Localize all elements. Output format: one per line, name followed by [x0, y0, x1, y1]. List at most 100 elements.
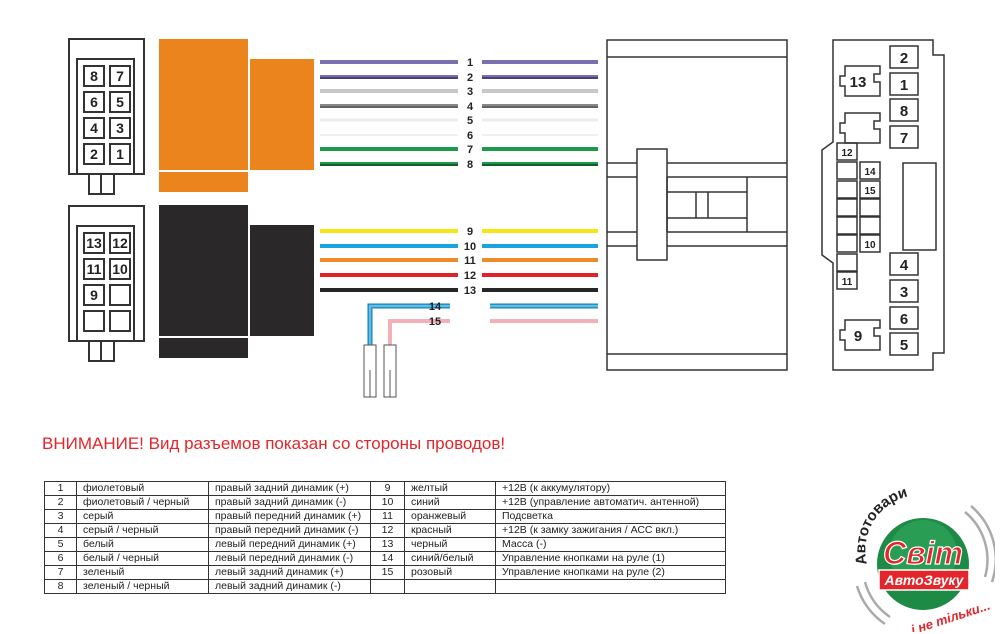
- pin-label: 10: [112, 261, 128, 277]
- wire-14: 14: [363, 301, 598, 398]
- wire-3: 3: [320, 86, 598, 98]
- plug-body: [159, 39, 248, 170]
- connector-face-slot: [902, 162, 937, 251]
- cell-pin: 9: [370, 481, 405, 496]
- pin-cell: [889, 332, 919, 356]
- cell-pin: 10: [370, 495, 405, 510]
- pin-label: 12: [841, 148, 853, 159]
- logo: Автотовари Світ АвтоЗвуку і не тільки...: [852, 484, 995, 632]
- pin-label: 12: [112, 235, 128, 251]
- logo-main-text: Світ: [883, 535, 963, 571]
- wire-10: 10: [320, 241, 598, 253]
- wire-number: 13: [464, 285, 476, 297]
- wire-2: 2: [320, 72, 598, 84]
- cell-function: левый задний динамик (-): [208, 579, 371, 594]
- cell-pin: 2: [44, 495, 77, 510]
- pin-label: 6: [900, 311, 908, 328]
- wire-number: 9: [467, 226, 473, 238]
- small-pin-cell: [836, 198, 858, 217]
- small-pin-cell: [859, 198, 881, 217]
- small-pin-cell: [836, 271, 858, 290]
- pin-cell: [83, 232, 105, 254]
- cell-pin: 6: [44, 551, 77, 566]
- pin-label: 6: [90, 94, 98, 110]
- pin-label: 13: [850, 74, 867, 91]
- pin-label: 9: [90, 287, 98, 303]
- cell-name: зеленый / черный: [76, 579, 209, 594]
- latch-pin-cell: [839, 65, 881, 97]
- plug-body-rear: [250, 225, 314, 336]
- cell-pin: 1: [44, 481, 77, 496]
- cell-pin: 14: [370, 551, 405, 566]
- pin-label: 8: [900, 103, 908, 120]
- pin-cell: [109, 117, 131, 139]
- cell-function: правый передний динамик (-): [208, 523, 371, 538]
- cell-pin: 7: [44, 565, 77, 580]
- cell-name: синий: [404, 495, 496, 510]
- pin-cell: [109, 284, 131, 306]
- pin-label: 5: [116, 94, 124, 110]
- wire-line: [367, 303, 598, 345]
- pin-label: 7: [900, 130, 908, 147]
- pin-label: 4: [900, 257, 909, 274]
- pin-label: 13: [86, 235, 102, 251]
- pin-cell: [109, 258, 131, 280]
- cell-name: белый: [76, 537, 209, 552]
- plug-body: [159, 205, 248, 336]
- pin-label: 11: [87, 261, 102, 277]
- cell-pin: 13: [370, 537, 405, 552]
- wire-number: 8: [467, 159, 473, 171]
- cell-name: серый: [76, 509, 209, 524]
- latch-pin-cell: [839, 319, 881, 351]
- wire-number: 15: [429, 316, 441, 328]
- cell-pin: 4: [44, 523, 77, 538]
- pin-cell: [109, 310, 131, 332]
- cell-name: синий/белый: [404, 551, 496, 566]
- small-pin-cell: [859, 234, 881, 253]
- cell-name: розовый: [404, 565, 496, 580]
- pin-cell: [83, 91, 105, 113]
- cell-function: +12В (управление автоматич. антенной): [495, 495, 726, 510]
- pin-label: 2: [900, 50, 908, 67]
- cell-name: серый / черный: [76, 523, 209, 538]
- pin-cell: [109, 143, 131, 165]
- wire-12: 12: [320, 270, 598, 282]
- wire-number: 12: [464, 270, 476, 282]
- pin-cell: [83, 65, 105, 87]
- wire-number: 10: [464, 241, 476, 253]
- cell-function: левый передний динамик (-): [208, 551, 371, 566]
- cell-function: левый задний динамик (+): [208, 565, 371, 580]
- plug-body-base: [159, 338, 248, 358]
- cell-name: красный: [404, 523, 496, 538]
- plug-body-rear: [250, 59, 314, 170]
- pin-cell: [83, 117, 105, 139]
- cell-function: +12В (к аккумулятору): [495, 481, 726, 496]
- small-pin-cell: [836, 142, 858, 161]
- pin-label: 11: [842, 277, 853, 288]
- pin-cell: [83, 310, 105, 332]
- cell-pin: 11: [370, 509, 405, 524]
- wire-number: 7: [467, 144, 473, 156]
- cell-name: оранжевый: [404, 509, 496, 524]
- pin-label: 3: [116, 120, 124, 136]
- pin-label: 2: [90, 146, 98, 162]
- small-pin-cell: [836, 234, 858, 253]
- pin-cell: [889, 306, 919, 330]
- small-pin-cell: [859, 180, 881, 199]
- pin-cell: [109, 65, 131, 87]
- small-pin-cell: [836, 216, 858, 235]
- cell-pin: 12: [370, 523, 405, 538]
- connector-side-tab: [636, 148, 668, 261]
- pin-cell: [83, 258, 105, 280]
- wire-number: 6: [467, 130, 473, 142]
- cell-name: черный: [404, 537, 496, 552]
